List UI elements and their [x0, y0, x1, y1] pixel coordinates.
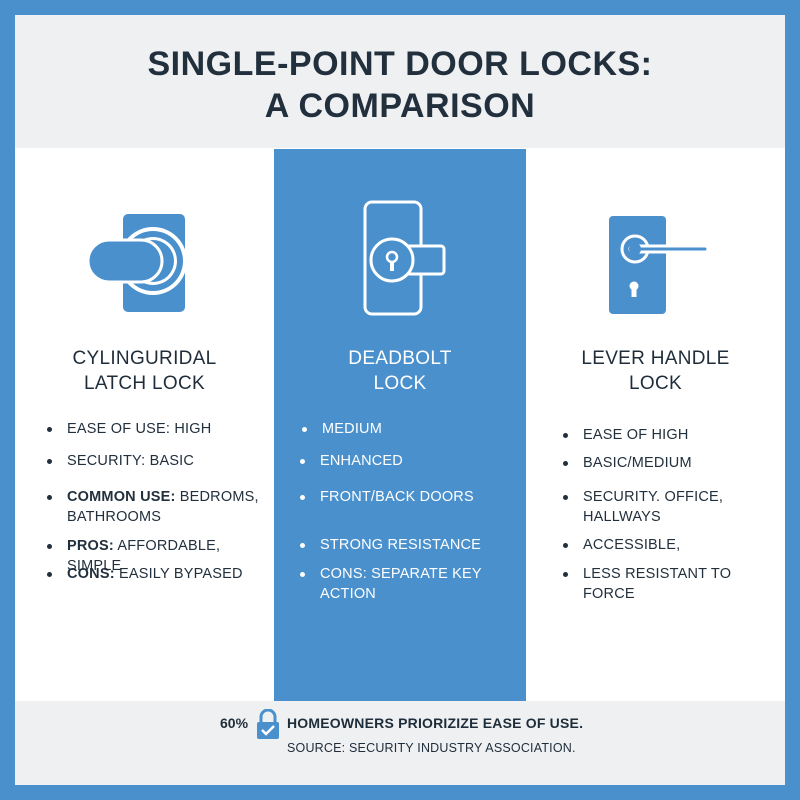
lever-handle-icon	[526, 199, 785, 319]
feature-list: EASE OF HIGH BASIC/MEDIUM SECURITY. OFFI…	[526, 149, 785, 701]
feature-list: MEDIUM ENHANCED FRONT/BACK DOORS STRONG …	[274, 149, 526, 701]
column-title: LEVER HANDLE LOCK	[526, 346, 785, 396]
list-item: MEDIUM	[301, 421, 383, 437]
list-item: PROS: AFFORDABLE, SIMPLE	[47, 536, 274, 576]
deadbolt-keyhole-icon	[274, 199, 526, 319]
list-item: BASIC/MEDIUM	[563, 455, 692, 471]
title-line-1: SINGLE-POINT DOOR LOCKS:	[147, 44, 653, 83]
title-line-2: A COMPARISON	[264, 86, 536, 125]
padlock-check-icon	[255, 708, 281, 746]
column-title-line-1: CYLINGURIDAL	[72, 348, 217, 369]
column-title-line-1: LEVER HANDLE	[581, 348, 730, 369]
column-deadbolt: DEADBOLT LOCK MEDIUM ENHANCED FRONT/BACK…	[274, 149, 526, 701]
header: SINGLE-POINT DOOR LOCKS: A COMPARISON	[15, 15, 785, 148]
stat-percent: 60%	[220, 715, 249, 731]
list-item: SECURITY. OFFICE,HALLWAYS	[562, 489, 724, 525]
list-item: SECURITY: BASIC	[46, 453, 195, 469]
list-item: EASE OF HIGH	[563, 427, 689, 443]
cylindrical-knob-icon	[15, 199, 274, 319]
column-title: CYLINGURIDAL LATCH LOCK	[15, 346, 274, 396]
list-item: EASE OF USE: HIGH	[46, 421, 212, 437]
column-title-line-2: LATCH LOCK	[84, 373, 205, 394]
column-title-line-2: LOCK	[629, 373, 682, 394]
infographic-frame: SINGLE-POINT DOOR LOCKS: A COMPARISON CY…	[15, 15, 785, 785]
list-item: ACCESSIBLE,	[562, 537, 681, 553]
column-title-line-1: DEADBOLT	[348, 348, 452, 369]
column-cylindrical-latch: CYLINGURIDAL LATCH LOCK EASE OF USE: HIG…	[15, 149, 274, 701]
feature-list: EASE OF USE: HIGH SECURITY: BASIC COMMON…	[15, 149, 274, 701]
stat-statement: HOMEOWNERS PRIORIZIZE EASE OF USE.	[287, 715, 584, 731]
list-item: FRONT/BACK DOORS	[300, 489, 474, 505]
list-item: STRONG RESISTANCE	[299, 537, 482, 553]
column-title-line-2: LOCK	[373, 373, 427, 394]
list-item: ENHANCED	[300, 453, 403, 469]
list-item: CONS: EASILY BYPASED	[47, 566, 243, 582]
column-lever-handle: LEVER HANDLE LOCK EASE OF HIGH BASIC/MED…	[526, 149, 785, 701]
page-title: SINGLE-POINT DOOR LOCKS: A COMPARISON	[148, 43, 653, 127]
footer: 60% HOMEOWNERS PRIORIZIZE EASE OF USE. S…	[15, 701, 785, 785]
source-citation: SOURCE: SECURITY INDUSTRY ASSOCIATION.	[287, 741, 576, 755]
list-item: COMMON USE: BEDROMS,BATHROOMS	[47, 489, 259, 525]
column-title: DEADBOLT LOCK	[274, 346, 526, 396]
